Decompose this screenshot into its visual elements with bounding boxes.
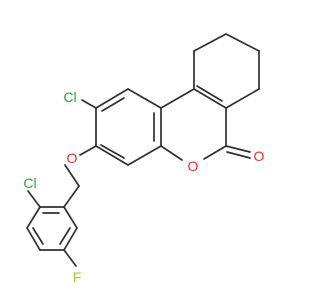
bond — [160, 88, 195, 109]
bond — [225, 33, 260, 52]
bond — [63, 206, 78, 229]
atom-label-o: O — [188, 158, 199, 174]
bond — [59, 227, 71, 245]
bond — [127, 88, 162, 109]
bond — [64, 164, 80, 187]
bond — [127, 145, 162, 166]
bond — [225, 88, 260, 109]
bond — [203, 145, 227, 160]
bond — [81, 99, 97, 109]
bond — [193, 33, 227, 52]
bond — [160, 145, 183, 161]
bond — [32, 227, 44, 245]
atom-label-o: O — [254, 148, 265, 164]
atom-label-layer: Cl O O O Cl F — [23, 89, 264, 285]
bond — [226, 151, 251, 159]
bond — [63, 227, 78, 251]
atom-label-cl: Cl — [63, 89, 76, 105]
bond — [27, 190, 41, 208]
bond — [95, 88, 129, 109]
bond — [26, 227, 41, 251]
bond — [101, 97, 125, 112]
molecule-structure: Cl O O O Cl F — [23, 33, 265, 285]
atom-label-f: F — [73, 269, 82, 285]
bond — [63, 249, 77, 267]
bond — [95, 145, 129, 166]
bond — [63, 185, 80, 208]
bond — [100, 144, 125, 159]
bond — [26, 206, 41, 229]
atom-label-o: O — [67, 150, 78, 166]
atom-label-cl: Cl — [23, 175, 36, 191]
bond — [225, 145, 251, 153]
bond — [193, 88, 227, 109]
bond — [196, 85, 223, 102]
bond-layer — [26, 33, 260, 267]
bond — [79, 145, 97, 156]
